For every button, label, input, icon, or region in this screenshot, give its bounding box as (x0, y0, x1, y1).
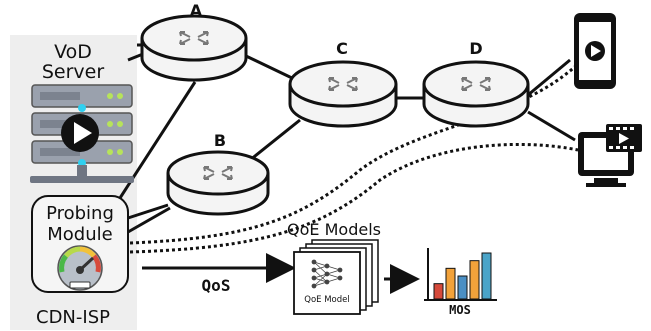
router-b: B (166, 131, 270, 216)
qoe-model-card-label: QoE Model (304, 295, 349, 305)
cdn-isp-label: CDN-ISP (36, 307, 110, 328)
router-a-label: A (190, 1, 203, 20)
mos-bar (457, 275, 468, 300)
mos-bar (469, 260, 480, 300)
mos-bar (481, 252, 492, 300)
router-b-label: B (214, 131, 226, 150)
router-c: C (288, 39, 398, 128)
probe-path-to-phone (129, 60, 582, 245)
qoe-models-label: QoE Models (287, 220, 381, 239)
vod-server-label-line1: VoD (54, 41, 92, 63)
server-rack-icon (30, 84, 134, 183)
probing-module-label-line2: Module (47, 224, 112, 245)
router-a: A (140, 1, 248, 82)
router-d: D (422, 39, 530, 128)
mos-bar (445, 267, 456, 300)
probing-module-label-line1: Probing (46, 203, 114, 224)
qoe-model-stack: QoE Model (293, 239, 379, 315)
monitor-video-icon (578, 124, 642, 187)
probe-path-to-monitor (129, 142, 579, 254)
bar-chart-icon (424, 248, 497, 301)
vod-server-label-line2: Server (42, 61, 104, 83)
smartphone-play-icon (574, 13, 616, 89)
neural-network-icon (311, 259, 343, 289)
probing-module-box (31, 195, 129, 293)
mos-label: MOS (449, 303, 471, 317)
router-c-label: C (336, 39, 348, 58)
mos-bar (433, 283, 444, 300)
router-d-label: D (469, 39, 482, 58)
speedometer-gauge-icon (57, 245, 103, 291)
play-icon (61, 114, 99, 152)
qos-label: QoS (202, 276, 231, 295)
